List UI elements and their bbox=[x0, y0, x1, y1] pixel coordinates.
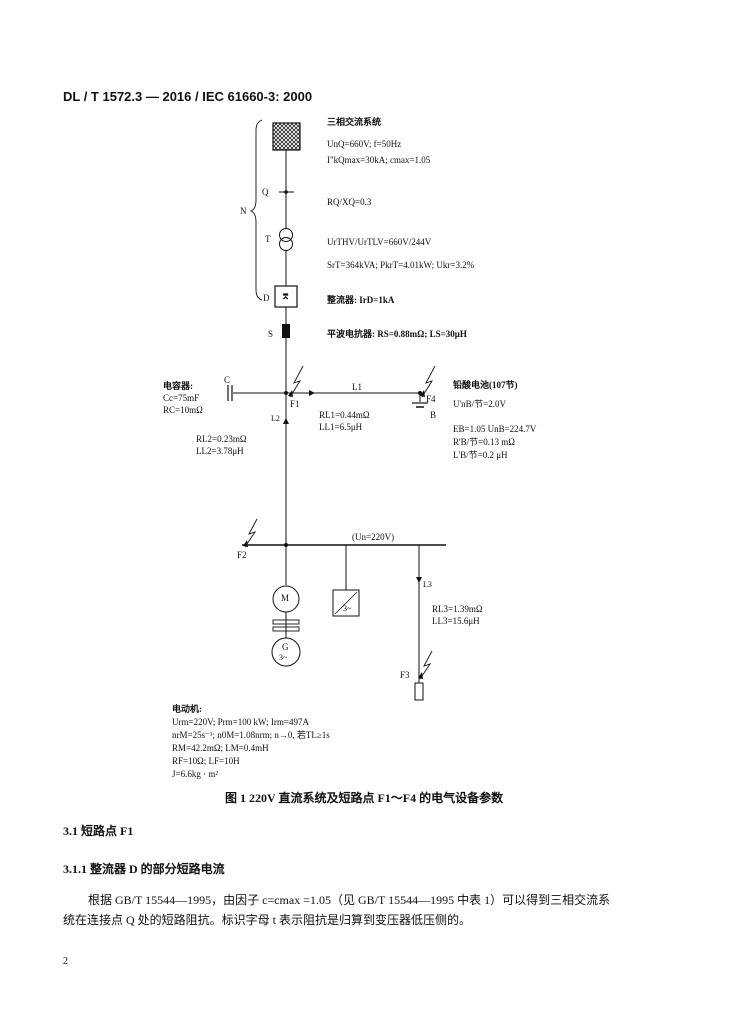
circuit-diagram bbox=[227, 119, 446, 701]
transformer-symbol bbox=[279, 228, 293, 242]
transformer-voltage: UrTHV/UrTLV=660V/244V bbox=[327, 237, 432, 247]
brace-n bbox=[249, 119, 263, 301]
battery-title: 铅酸电池(107节) bbox=[453, 380, 518, 390]
label-m: M bbox=[281, 593, 290, 603]
label-q: Q bbox=[262, 187, 269, 197]
fault-f4-symbol bbox=[421, 365, 436, 398]
motor-line-3: RM=42.2mΩ; LM=0.4mH bbox=[172, 743, 269, 753]
standard-header: DL / T 1572.3 — 2016 / IEC 61660-3: 2000 bbox=[63, 89, 313, 104]
paragraph-line-1: 根据 GB/T 15544—1995，由因子 c=cmax =1.05（见 GB… bbox=[88, 893, 611, 907]
section-3-1-heading: 3.1 短路点 F1 bbox=[63, 824, 134, 838]
label-g-phase: 3~ bbox=[279, 653, 288, 662]
battery-cell-inductance: L'B/节=0.2 μH bbox=[453, 450, 508, 460]
capacitor-resistance: RC=10mΩ bbox=[163, 405, 203, 415]
label-f2: F2 bbox=[237, 550, 247, 560]
battery-cell-resistance: R'B/节=0.13 mΩ bbox=[453, 437, 515, 447]
label-d: D bbox=[263, 293, 270, 303]
label-n: N bbox=[240, 206, 247, 216]
motor-line-5: J=6.6kg · m² bbox=[172, 769, 219, 779]
l1-resistance: RL1=0.44mΩ bbox=[319, 410, 370, 420]
l2-resistance: RL2=0.23mΩ bbox=[196, 434, 247, 444]
rectifier-glyph: ⌆ bbox=[281, 290, 291, 302]
motor-line-2: nrM=25s⁻¹; n0M=1.08nrm; n→0, 若TL≥1s bbox=[172, 730, 330, 740]
label-l2: L2 bbox=[271, 414, 280, 423]
fault-f2-symbol bbox=[244, 518, 258, 548]
l3-resistance: RL3=1.39mΩ bbox=[432, 604, 483, 614]
reactor-spec: 平波电抗器: RS=0.88mΩ; LS=30μH bbox=[327, 329, 467, 339]
smoothing-reactor-symbol bbox=[282, 324, 290, 338]
l2-inductance: LL2=3.78μH bbox=[196, 446, 244, 456]
label-b: B bbox=[430, 410, 437, 420]
label-f1: F1 bbox=[290, 399, 300, 409]
rectifier-spec: 整流器: IrD=1kA bbox=[327, 295, 395, 305]
fault-f3-symbol bbox=[419, 650, 433, 680]
label-f4: F4 bbox=[426, 394, 436, 404]
ac-system-voltage: UnQ=660V; f=50Hz bbox=[327, 139, 402, 149]
page-number: 2 bbox=[63, 956, 68, 967]
load-f3-symbol bbox=[414, 682, 424, 701]
label-g: G bbox=[282, 642, 289, 652]
label-f3: F3 bbox=[400, 670, 410, 680]
generator-symbol bbox=[271, 637, 301, 667]
fault-f1-symbol bbox=[289, 365, 304, 398]
battery-emf: EB=1.05 UnB=224.7V bbox=[453, 424, 537, 434]
motor-title: 电动机: bbox=[172, 704, 202, 714]
figure-caption: 图 1 220V 直流系统及短路点 F1～F4 的电气设备参数 bbox=[225, 791, 504, 805]
l3-inductance: LL3=15.6μH bbox=[432, 616, 480, 626]
transformer-rating: SrT=364kVA; PkrT=4.01kW; Ukr=3.2% bbox=[327, 260, 475, 270]
capacitor-title: 电容器: bbox=[163, 381, 193, 391]
l1-inductance: LL1=6.5μH bbox=[319, 422, 363, 432]
bus-voltage: (Un=220V) bbox=[352, 532, 395, 542]
ac-system-current: I"kQmax=30kA; cmax=1.05 bbox=[327, 155, 431, 165]
paragraph-line-2: 统在连接点 Q 处的短路阻抗。标识字母 t 表示阻抗是归算到变压器低压侧的。 bbox=[63, 913, 472, 927]
capacitor-value: Cc=75mF bbox=[163, 393, 200, 403]
label-s: S bbox=[268, 329, 274, 339]
label-t: T bbox=[265, 234, 271, 244]
ac-system-title: 三相交流系统 bbox=[327, 117, 382, 127]
motor-line-4: RF=10Ω; LF=10H bbox=[172, 756, 240, 766]
label-l1: L1 bbox=[352, 382, 362, 392]
ac-network-symbol bbox=[272, 122, 301, 151]
node-q bbox=[284, 190, 288, 194]
label-c: C bbox=[224, 375, 231, 385]
rq-xq-ratio: RQ/XQ=0.3 bbox=[327, 197, 372, 207]
battery-cell-voltage: U'nB/节=2.0V bbox=[453, 399, 506, 409]
label-inverter-phase: 3~ bbox=[343, 604, 352, 613]
section-3-1-1-heading: 3.1.1 整流器 D 的部分短路电流 bbox=[63, 862, 225, 876]
motor-line-1: Urm=220V; Prm=100 kW; Irm=497A bbox=[172, 717, 309, 727]
inverter-symbol bbox=[332, 589, 360, 617]
label-l3: L3 bbox=[423, 580, 432, 589]
